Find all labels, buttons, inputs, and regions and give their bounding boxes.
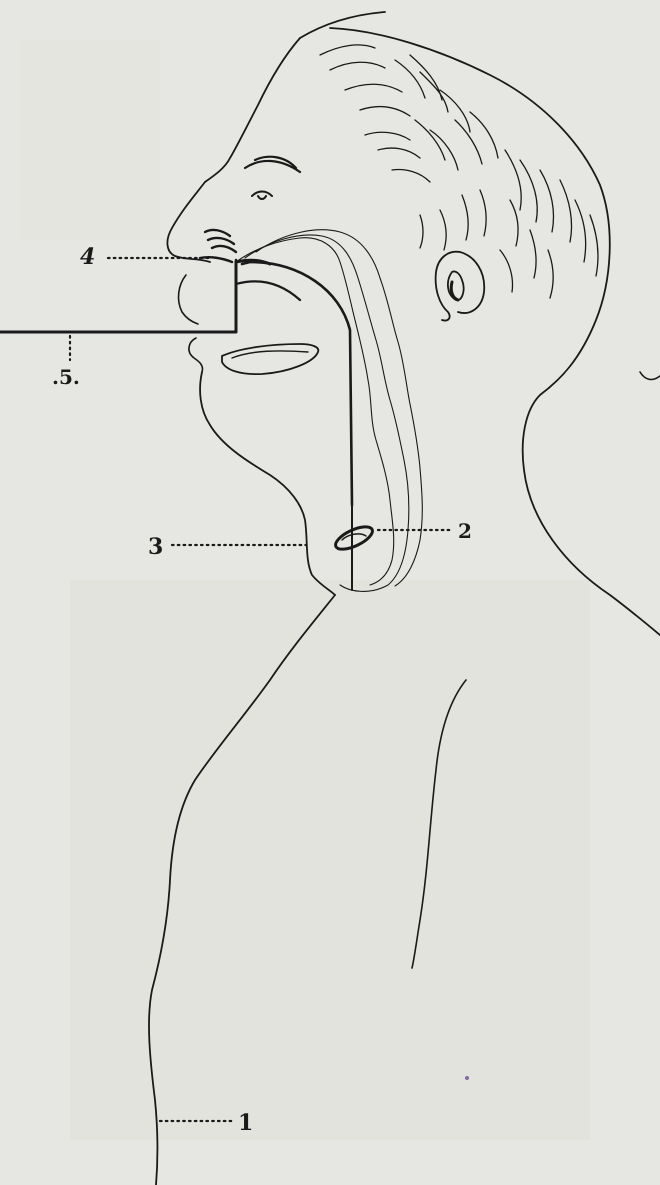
label-1: 1: [238, 1110, 253, 1136]
label-4: 4: [80, 244, 95, 270]
head-back-outline: [300, 12, 660, 635]
instrument-tube: [0, 260, 270, 332]
airway-contour-outer: [256, 230, 422, 586]
label-5: .5.: [52, 365, 80, 389]
eye: [252, 192, 272, 200]
mouth-opening: [222, 344, 318, 374]
ring-opening: [332, 522, 375, 553]
tongue-line: [232, 351, 308, 358]
paper-texture: [20, 40, 590, 1140]
nose-outline: [167, 182, 210, 262]
label-2: 2: [458, 519, 472, 543]
mustache-shading: [200, 230, 236, 262]
airway-contour-inner: [236, 238, 394, 585]
ear: [436, 252, 485, 321]
instrument-arc: [236, 281, 300, 300]
chin-outline: [200, 372, 335, 595]
hair-hatching: [320, 45, 598, 298]
airway-contour-middle: [245, 235, 409, 591]
lower-lip-outline: [189, 338, 203, 372]
upper-lip-outline: [179, 275, 198, 324]
instrument-shaft: [236, 260, 352, 505]
edge-fragment: [640, 372, 660, 379]
eyebrow: [245, 157, 300, 172]
label-3: 3: [148, 534, 163, 560]
ink-speck: [465, 1076, 469, 1080]
ear-fill: [451, 282, 458, 300]
